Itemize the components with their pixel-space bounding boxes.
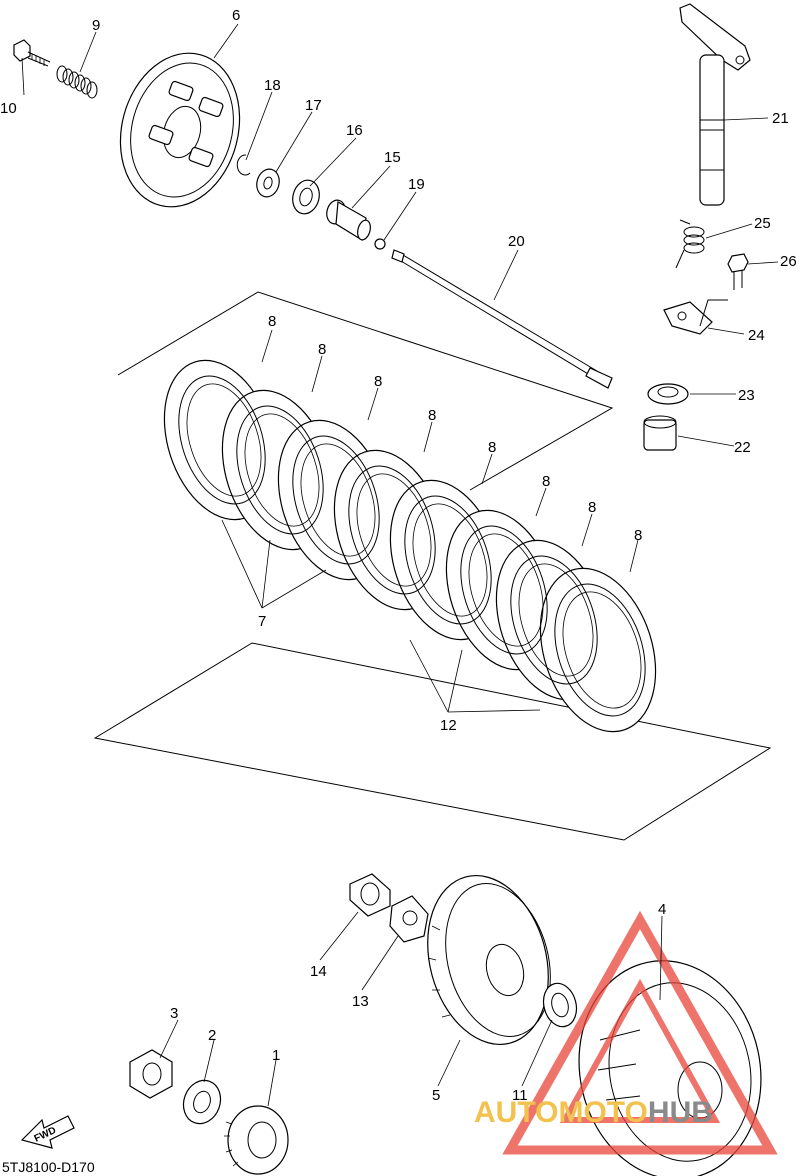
part-23-oil-seal [647, 383, 689, 405]
part-3-nut [129, 1049, 173, 1099]
label-16: 16 [346, 122, 363, 139]
part-5-clutch-boss [427, 874, 551, 1046]
label-23: 23 [738, 387, 755, 404]
plate-7-leaders [221, 519, 327, 609]
upper-plate-zone-outline [117, 291, 614, 491]
part-11-washer [542, 982, 578, 1028]
label-6: 6 [232, 7, 240, 24]
label-15: 15 [384, 149, 401, 166]
plate-12-leaders [409, 639, 541, 713]
label-19: 19 [408, 176, 425, 193]
label-21: 21 [772, 110, 789, 127]
watermark: AUTOMOTOHUB [474, 1096, 713, 1129]
label-8-e: 8 [488, 439, 496, 456]
part-17-washer [256, 168, 280, 198]
label-26: 26 [780, 253, 797, 270]
label-25: 25 [754, 215, 771, 232]
label-8-c: 8 [374, 373, 382, 390]
part-21-push-lever-shaft [679, 3, 751, 206]
friction-plate-stack [163, 359, 657, 733]
part-26-bolt [727, 253, 749, 290]
label-8-f: 8 [542, 473, 550, 490]
label-8-h: 8 [634, 527, 642, 544]
label-9: 9 [92, 17, 100, 34]
label-2: 2 [208, 1027, 216, 1044]
part-13-lock-washer [389, 895, 429, 943]
part-6-pressure-plate [119, 52, 241, 208]
label-18: 18 [264, 77, 281, 94]
svg-text:AUTOMOTOHUB: AUTOMOTOHUB [474, 1096, 713, 1129]
label-3: 3 [170, 1005, 178, 1022]
label-10: 10 [0, 100, 17, 117]
label-5: 5 [432, 1087, 440, 1104]
part-2-washer [182, 1079, 222, 1125]
part-20-push-rod [391, 249, 613, 389]
part-14-collar [349, 873, 391, 917]
label-24: 24 [748, 327, 765, 344]
watermark-text-moto: MOTO [558, 1096, 647, 1129]
part-18-circlip [236, 154, 251, 176]
label-17: 17 [305, 97, 322, 114]
label-4: 4 [658, 901, 666, 918]
part-label-leaders [21, 23, 779, 1107]
label-11: 11 [512, 1087, 528, 1104]
label-7: 7 [258, 613, 266, 630]
label-14: 14 [310, 963, 327, 980]
label-8-a: 8 [268, 313, 276, 330]
part-24-plate [663, 299, 728, 335]
plate-8-leaders [261, 329, 639, 573]
part-labels: 10 9 6 18 17 16 15 19 20 21 25 26 24 23 … [0, 7, 797, 1104]
label-20: 20 [508, 233, 525, 250]
label-1: 1 [272, 1047, 280, 1064]
label-13: 13 [352, 993, 369, 1010]
label-22: 22 [734, 439, 751, 456]
part-9-spring [56, 65, 98, 99]
part-22-bearing [643, 415, 677, 451]
watermark-text-hub: HUB [648, 1096, 713, 1129]
diagram-code: 5TJ8100-D170 [2, 1159, 95, 1175]
label-8-d: 8 [428, 407, 436, 424]
label-8-b: 8 [318, 341, 326, 358]
fwd-arrow: FWD [20, 1115, 75, 1149]
part-25-spring [675, 219, 705, 269]
label-12: 12 [440, 717, 457, 734]
part-19-ball [374, 238, 386, 250]
watermark-logo-graphic [502, 910, 778, 1155]
part-15-push-rod-end [326, 199, 371, 241]
watermark-text-auto: AUTO [474, 1096, 558, 1129]
part-16-bearing [292, 179, 320, 215]
part-10-bolt [13, 39, 51, 67]
lower-plate-zone-outline [93, 642, 772, 841]
part-1-primary-gear [224, 1105, 289, 1175]
label-8-g: 8 [588, 499, 596, 516]
